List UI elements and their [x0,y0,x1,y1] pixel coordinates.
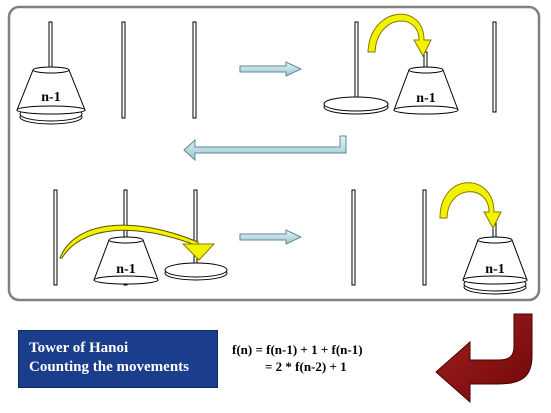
step-arrow [239,61,303,77]
disk-label: n-1 [116,262,135,277]
title-line-1: Tower of Hanoi [29,340,129,356]
disk-label: n-1 [41,90,60,105]
peg [351,189,356,286]
disk-label: n-1 [416,91,435,106]
formula-line-1: f(n) = f(n-1) + 1 + f(n-1) [232,342,363,357]
recurrence-formula: f(n) = f(n-1) + 1 + f(n-1) = 2 * f(n-2) … [232,341,432,375]
stack-top [32,66,70,74]
large-disk [164,262,228,278]
stack-top [408,66,444,74]
state-3: n-1 [53,189,228,286]
title-line-2: Counting the movements [29,359,189,375]
row-transition-arrow [183,135,347,162]
move-arrow-head [181,243,216,261]
move-arrow [367,13,432,58]
stack-bottom [16,105,86,115]
peg [492,21,497,113]
stack-bottom [462,275,528,285]
peg [53,189,58,286]
stack-bottom [393,105,459,115]
large-disk [323,96,389,112]
stack-top [477,236,513,244]
disk-label: n-1 [485,262,504,277]
peg [121,21,126,119]
peg [422,189,427,286]
state-4: n-1 [351,182,528,295]
state-2: n-1 [323,13,497,115]
formula-line-2: = 2 * f(n-2) + 1 [265,359,347,374]
step-arrow [239,229,303,245]
return-arrow [435,313,533,404]
move-arrow [439,182,502,230]
stack-top [108,236,144,244]
title-box: Tower of Hanoi Counting the movements [18,330,218,388]
state-1: n-1 [16,21,197,125]
stack-bottom [93,275,159,285]
peg [192,21,197,119]
